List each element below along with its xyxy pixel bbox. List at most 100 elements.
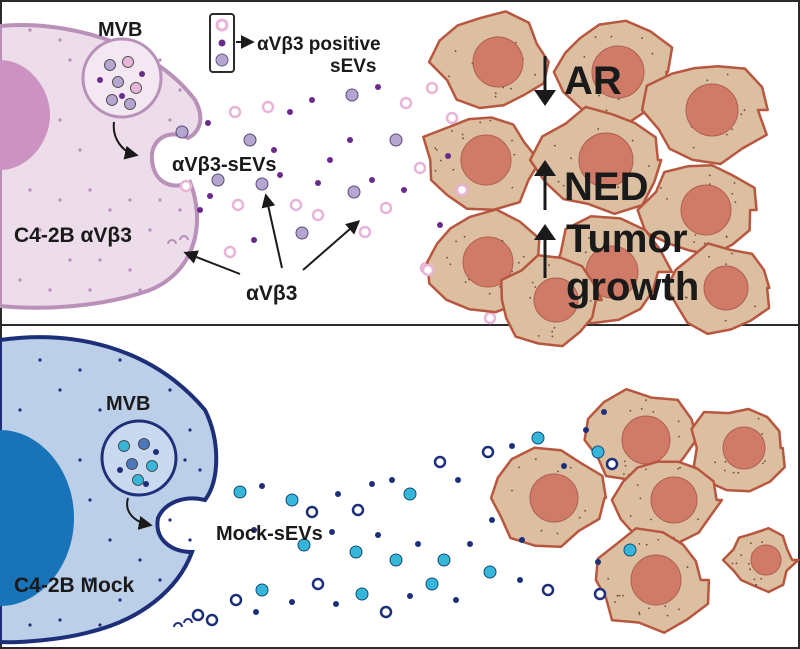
tumor-speck: [588, 237, 590, 240]
tumor-speck: [723, 469, 726, 472]
tumor-speck: [494, 95, 497, 98]
sev-filled: [425, 577, 439, 591]
legend-pink-vesicle: [215, 18, 229, 32]
tumor-speck: [724, 319, 727, 322]
tumor-speck: [708, 174, 711, 177]
speckle: [18, 278, 22, 282]
sev-dot: [375, 84, 381, 90]
speckle: [128, 198, 132, 202]
tumor-speck: [583, 56, 586, 58]
bottom-mvb-vesicles: [117, 438, 159, 487]
bottom-panel: MVB C4-2B Mock Mock-sEVs: [0, 335, 800, 645]
tumor-speck: [489, 119, 492, 122]
bottom-mvb-arrow: [126, 497, 153, 530]
tumor-speck: [648, 607, 650, 610]
sev-ring: [305, 505, 319, 519]
tumor-speck: [537, 335, 540, 337]
sev-ring: [311, 208, 325, 222]
tumor-speck: [589, 300, 592, 302]
tumor-speck: [731, 562, 734, 565]
tumor-speck: [678, 435, 680, 438]
tumor-speck: [734, 201, 737, 204]
speckle: [58, 388, 62, 392]
sev-ring: [433, 455, 447, 469]
tumor-speck: [614, 601, 616, 603]
tumor-speck: [570, 157, 572, 160]
tumor-speck: [622, 594, 624, 597]
speckle: [168, 388, 172, 392]
speckle: [178, 88, 182, 92]
sev-ring: [379, 201, 393, 215]
mvb-dot: [139, 71, 145, 77]
tumor-speck: [607, 577, 610, 580]
tumor-speck: [617, 186, 620, 189]
tumor-nucleus: [680, 184, 732, 236]
integrin-label: αVβ3: [246, 282, 297, 305]
tumor-nucleus: [529, 473, 579, 523]
speckle: [88, 188, 92, 192]
tumor-speck: [679, 466, 681, 469]
effect-tumor-line1: Tumor: [566, 217, 687, 261]
tumor-speck: [678, 608, 680, 611]
tumor-speck: [451, 130, 453, 132]
legend-label-line1: αVβ3 positive: [257, 34, 381, 55]
tumor-speck: [725, 235, 728, 238]
top-cell-label: C4-2B αVβ3: [14, 224, 132, 247]
speckle: [198, 468, 202, 472]
tumor-speck: [760, 577, 763, 580]
tumor-speck: [749, 568, 751, 571]
tumor-speck: [691, 287, 694, 290]
tumor-speck: [629, 515, 632, 517]
bottom-sev-label: Mock-sEVs: [216, 523, 323, 545]
tumor-speck: [553, 144, 556, 147]
effect-ar: AR: [564, 59, 622, 103]
sev-ring: [399, 96, 413, 110]
tumor-nucleus: [462, 236, 514, 288]
tumor-speck: [513, 153, 516, 156]
tumor-speck: [623, 460, 626, 463]
tumor-speck: [640, 408, 643, 410]
tumor-speck: [598, 94, 600, 97]
top-mvb-vesicles: [97, 56, 145, 110]
tumor-nucleus: [621, 415, 671, 465]
tumor-speck: [448, 75, 450, 78]
tumor-speck: [677, 467, 680, 470]
bottom-tumor-cluster: [489, 387, 800, 634]
tumor-speck: [636, 484, 639, 486]
tumor-speck: [631, 139, 634, 142]
tumor-nucleus: [650, 476, 698, 524]
tumor-speck: [461, 133, 464, 136]
sev-dot: [251, 237, 257, 243]
tumor-nucleus: [630, 554, 682, 606]
tumor-speck: [731, 193, 734, 195]
mvb-dot: [97, 77, 103, 83]
sev-dot: [329, 529, 335, 535]
tumor-speck: [488, 292, 491, 295]
sev-filled: [355, 587, 369, 601]
tumor-speck: [618, 594, 621, 597]
sev-dot: [309, 97, 315, 103]
speckle: [38, 358, 42, 362]
sev-dot: [509, 443, 515, 449]
speckle: [118, 358, 122, 362]
sev-ring: [541, 583, 555, 597]
sev-ring: [191, 608, 205, 622]
sev-dot: [375, 532, 381, 538]
sev-filled: [389, 553, 403, 567]
tumor-speck: [757, 417, 760, 420]
legend-purple-dot: [218, 39, 226, 47]
sev-filled: [347, 185, 361, 199]
sev-dot: [259, 483, 265, 489]
legend-label-line2: sEVs: [330, 56, 376, 77]
speckle: [138, 558, 142, 562]
top-sev-label: αVβ3-sEVs: [172, 154, 277, 176]
sev-ring: [425, 81, 439, 95]
speckle: [98, 623, 102, 627]
sev-dot: [437, 222, 443, 228]
sev-filled: [389, 133, 403, 147]
speckle: [88, 498, 92, 502]
tumor-speck: [502, 86, 505, 89]
tumor-speck: [569, 466, 572, 469]
speckle: [48, 288, 52, 292]
speckle: [168, 118, 172, 122]
